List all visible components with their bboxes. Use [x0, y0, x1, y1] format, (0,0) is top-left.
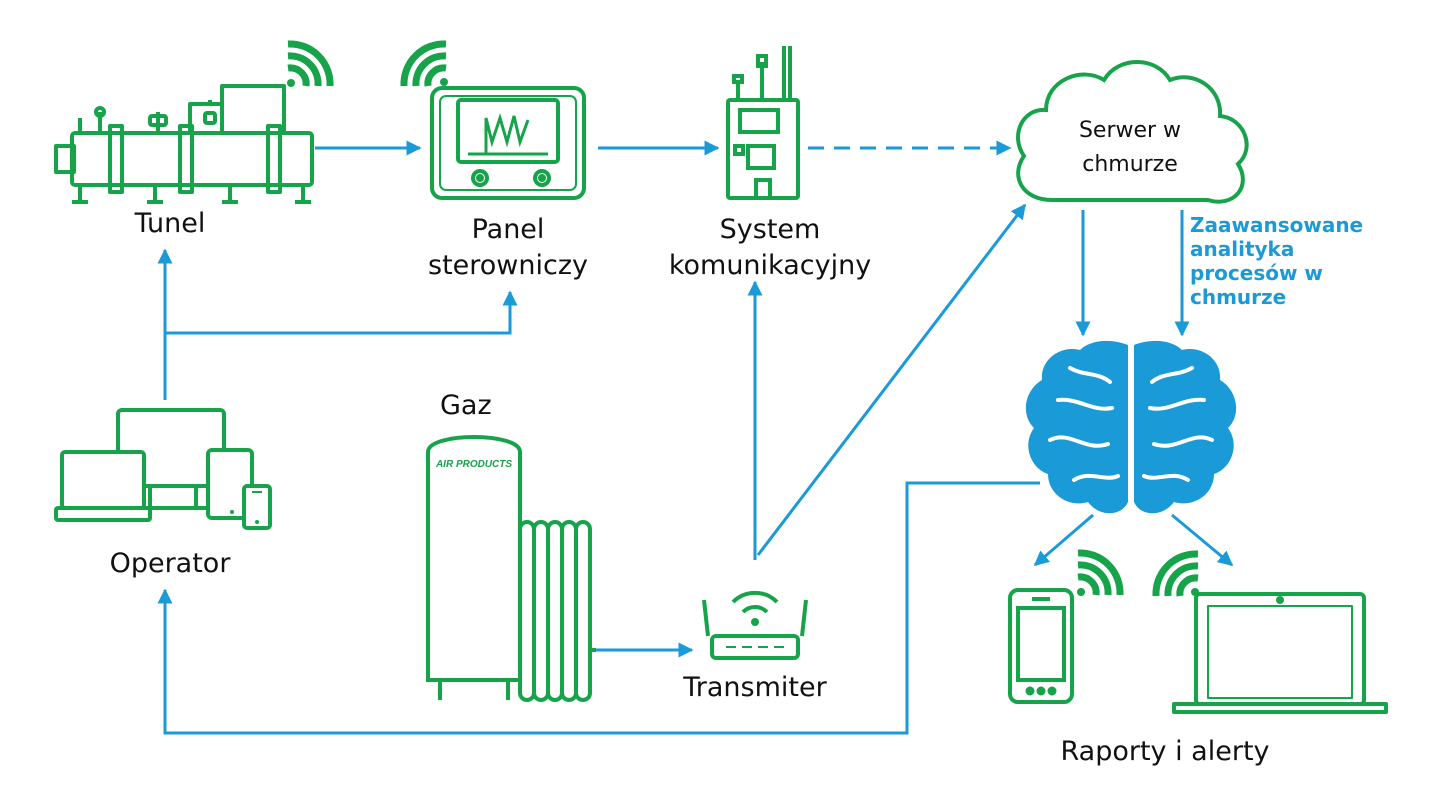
label-gaz: Gaz: [440, 390, 492, 421]
router-icon: [702, 590, 808, 660]
control-panel-icon: [430, 86, 586, 200]
laptop-icon: [1172, 592, 1388, 714]
arrow-brain-to-phone: [1033, 513, 1094, 567]
tunnel-furnace-icon: [54, 84, 314, 204]
operator-devices-icon: [54, 408, 272, 530]
connectors: [157, 140, 1234, 735]
label-operator: Operator: [109, 548, 231, 579]
air-products-logo: AIR PRODUCTS: [435, 459, 512, 470]
phone-signal-icon: [1077, 549, 1124, 596]
laptop-signal-icon: [1152, 550, 1199, 597]
label-analytics: Zaawansowane analityka procesów w chmurz…: [1190, 213, 1364, 309]
communication-system-icon: [726, 46, 800, 200]
panel-signal-icon: [400, 40, 448, 87]
arrow-brain-to-laptop: [1171, 513, 1234, 567]
label-panel: Panel sterowniczy: [428, 214, 588, 281]
label-cloud-server: Serwer w chmurze: [1078, 118, 1182, 177]
tunel-signal-icon: [287, 40, 334, 87]
arrow-transmiter-to-cloud: [756, 203, 1027, 556]
cloud-icon: [1016, 60, 1249, 204]
phone-icon: [1008, 588, 1074, 704]
brain-icon: [1025, 340, 1237, 517]
arrow-brain-to-operator: [157, 481, 1040, 735]
arrow-operator-to-panel: [165, 290, 518, 335]
label-system: System komunikacyjny: [668, 214, 872, 281]
label-transmiter: Transmiter: [683, 672, 827, 703]
gas-tank-icon: [426, 435, 596, 702]
label-tunel: Tunel: [134, 208, 206, 239]
label-reports: Raporty i alerty: [1060, 736, 1270, 767]
